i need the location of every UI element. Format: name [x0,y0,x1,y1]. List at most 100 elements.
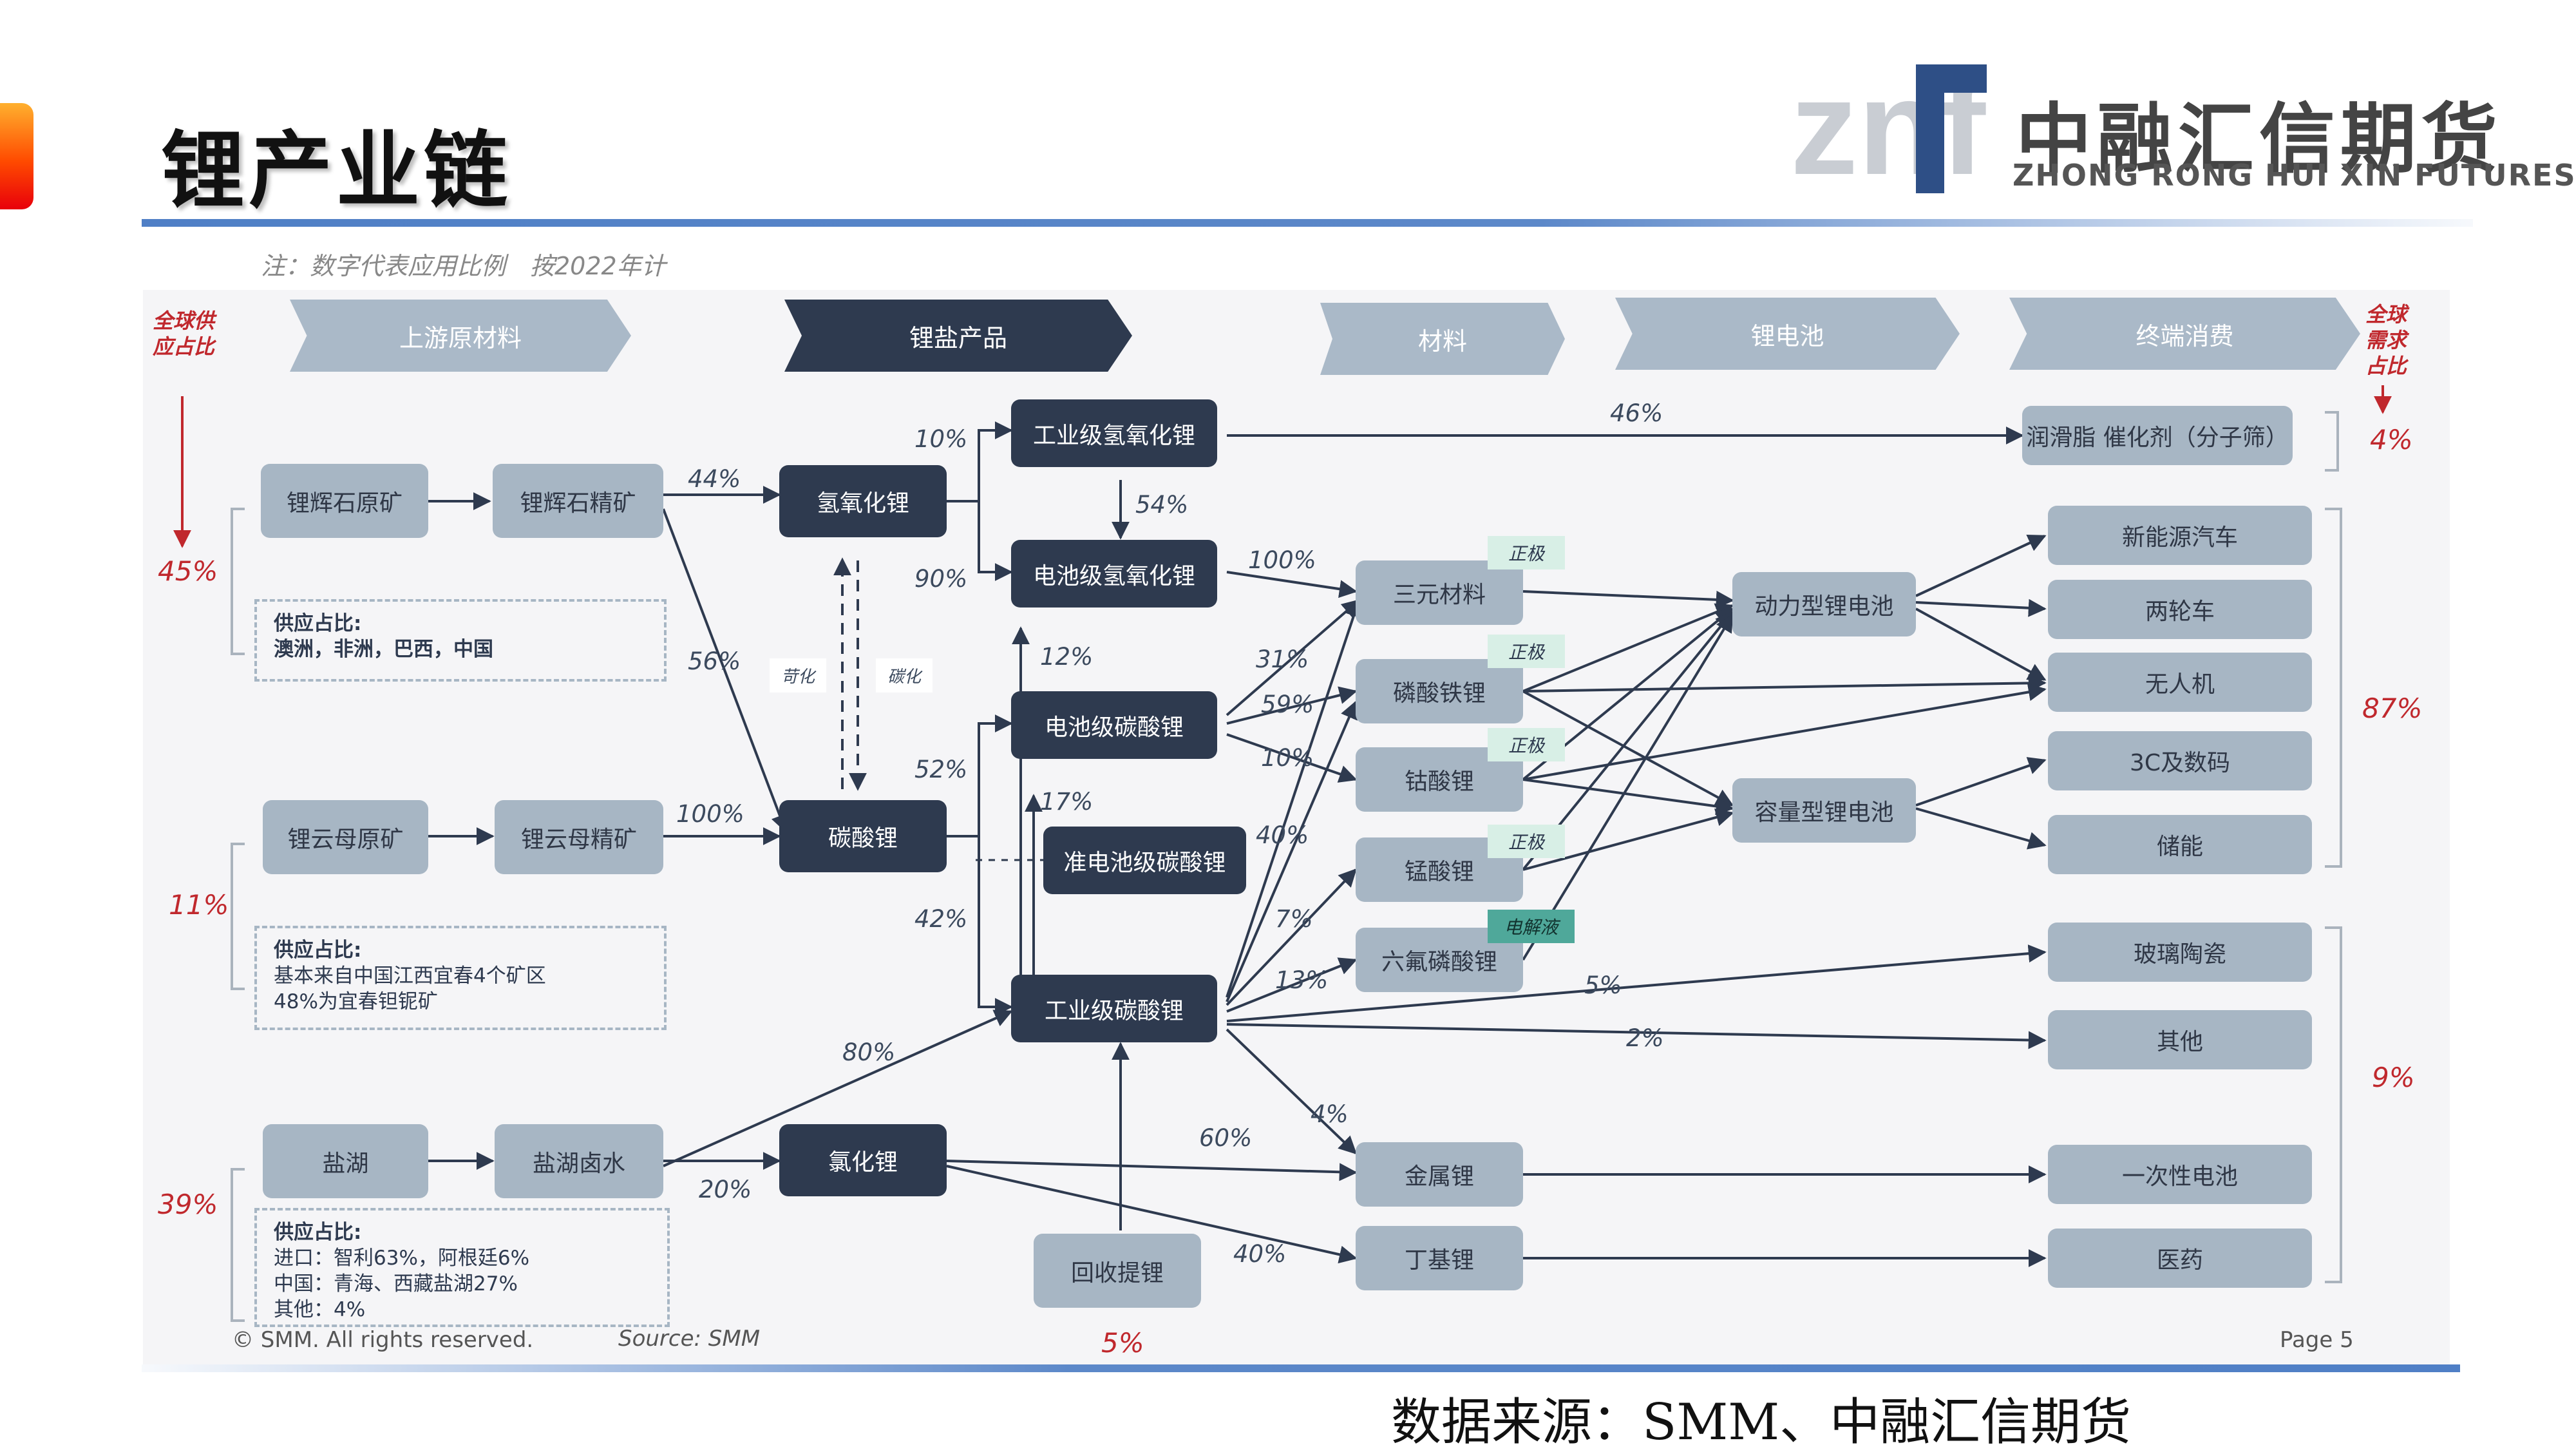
logo-icon: znf [1790,52,1987,200]
pct-industrial-to-lipf6: 7% [1275,905,1313,933]
conversion-arrows [833,557,867,791]
node-medicine: 医药 [2048,1229,2312,1288]
supply-note-line: 澳洲，非洲，巴西，中国 [274,638,493,661]
pct-conc-to-lioh: 44% [688,465,741,493]
node-battery-lithium-hydroxide: 电池级氢氧化锂 [1011,540,1217,607]
pct-conc-to-li2co3: 56% [688,647,741,675]
node-industrial-lithium-carbonate: 工业级碳酸锂 [1011,975,1217,1042]
supply-note-salt-lake: 供应占比: 进口：智利63%，阿根廷6% 中国：青海、西藏盐湖27% 其他：4% [254,1208,670,1327]
pct-battery-to-lfp: 59% [1261,691,1314,718]
stage-lithium-salts: 锂盐产品 [784,300,1132,372]
demand-share-grease: 4% [2370,424,2413,455]
supply-note-title: 供应占比: [274,939,362,962]
pct-industrial-to-lmo: 40% [1256,821,1309,849]
brackets [231,411,2342,1322]
pct-battery-lioh-to-ncm: 100% [1248,546,1316,574]
tag-cathode: 正极 [1488,728,1565,761]
stage-materials: 材料 [1320,303,1565,375]
pct-licl-to-butyllithium: 40% [1233,1240,1287,1268]
tag-cathode: 正极 [1488,536,1565,569]
supply-share-salt-lake: 39% [158,1189,218,1220]
pct-industrial-lioh-to-grease: 46% [1610,399,1663,427]
node-quasi-battery-lithium-carbonate: 准电池级碳酸锂 [1043,827,1246,894]
pct-battery-to-ncm: 31% [1256,646,1309,673]
node-salt-lake: 盐湖 [263,1124,428,1198]
node-battery-lithium-carbonate: 电池级碳酸锂 [1011,691,1217,759]
tag-carbonize: 碳化 [876,658,933,693]
node-grease-catalyst: 润滑脂 催化剂（分子筛） [2022,406,2293,465]
left-accent-bar [0,103,33,209]
node-two-wheeler: 两轮车 [2048,580,2312,639]
logo-brand: 中融汇信期货 [2016,95,2503,184]
supply-share-recycling: 5% [1101,1327,1144,1359]
node-3c-digital: 3C及数码 [2048,731,2312,790]
node-drone: 无人机 [2048,653,2312,712]
node-other: 其他 [2048,1010,2312,1069]
node-lepidolite-concentrate: 锂云母精矿 [495,800,663,874]
node-lithium-hydroxide: 氢氧化锂 [779,465,947,537]
demand-share-other-apps: 9% [2372,1062,2415,1093]
page-title: 锂产业链 [161,122,512,220]
tag-cathode: 正极 [1488,825,1565,858]
node-capacity-battery: 容量型锂电池 [1732,778,1916,843]
supply-note-line: 其他：4% [274,1298,366,1321]
pct-licl-to-li-metal: 60% [1199,1124,1253,1152]
supply-share-lepidolite: 11% [169,889,229,921]
node-glass-ceramics: 玻璃陶瓷 [2048,923,2312,982]
node-industrial-lithium-hydroxide: 工业级氢氧化锂 [1011,399,1217,467]
node-ncm: 三元材料 [1356,560,1523,625]
supply-note-spodumene: 供应占比: 澳洲，非洲，巴西，中国 [254,599,667,682]
supply-share-spodumene: 45% [158,555,218,587]
demand-share-battery-apps: 87% [2362,693,2423,724]
node-primary-battery: 一次性电池 [2048,1145,2312,1204]
pct-industrial-to-battery-lioh: 54% [1135,491,1189,519]
slide-note: 注：数字代表应用比例 按2022年计 [261,252,666,280]
stage-batteries: 锂电池 [1615,298,1960,370]
global-demand-share-label: 全球需求占比 [2365,302,2407,378]
node-power-battery: 动力型锂电池 [1732,572,1916,636]
pct-industrial-to-battery-li2co3: 12% [1040,643,1094,671]
global-supply-share-label: 全球供应占比 [152,309,214,359]
node-nev: 新能源汽车 [2048,506,2312,565]
pct-lepidolite-to-li2co3: 100% [676,800,744,828]
node-lfp: 磷酸铁锂 [1356,659,1523,723]
supply-note-line: 中国：青海、西藏盐湖27% [274,1272,518,1296]
slide-page-number: Page 5 [2280,1327,2354,1353]
flow-arrows [428,421,2047,1267]
pct-industrial-to-quasi: 17% [1040,788,1094,816]
footer-divider [142,1364,2460,1372]
slide-copyright: © SMM. All rights reserved. [232,1327,534,1353]
pct-brine-to-licl: 20% [699,1176,752,1203]
supply-note-title: 供应占比: [274,612,362,635]
pct-industrial-to-glass: 5% [1584,971,1622,999]
node-brine: 盐湖卤水 [495,1124,663,1198]
pct-brine-to-industrial: 80% [842,1038,896,1066]
supply-note-line: 基本来自中国江西宜春4个矿区 [274,964,546,988]
stage-end-use: 终端消费 [2009,298,2360,370]
pct-lioh-to-industrial: 10% [914,425,968,453]
tag-electrolyte: 电解液 [1488,910,1575,943]
pct-li2co3-to-battery: 52% [914,756,968,783]
pct-industrial-to-other: 2% [1626,1024,1664,1052]
supply-note-line: 进口：智利63%，阿根廷6% [274,1247,530,1270]
node-energy-storage: 储能 [2048,815,2312,874]
node-lithium-metal: 金属锂 [1356,1142,1523,1207]
node-lepidolite-ore: 锂云母原矿 [263,800,428,874]
header-divider [142,219,2473,227]
supply-note-line: 48%为宜春钽铌矿 [274,990,438,1013]
supply-note-title: 供应占比: [274,1221,362,1244]
pct-lioh-to-battery: 90% [914,565,968,593]
tag-causticize: 苛化 [770,658,827,693]
data-source-line: 数据来源：SMM、中融汇信期货 [1391,1393,2132,1451]
node-recycling: 回收提锂 [1034,1234,1201,1308]
node-butyllithium: 丁基锂 [1356,1226,1523,1290]
slide-source: Source: SMM [618,1326,761,1352]
pct-battery-to-lco: 10% [1261,744,1314,772]
pct-industrial-to-li-metal: 4% [1311,1100,1349,1128]
node-spodumene-ore: 锂辉石原矿 [261,464,428,538]
node-lithium-carbonate: 碳酸锂 [779,800,947,872]
node-lithium-chloride: 氯化锂 [779,1124,947,1196]
tag-cathode: 正极 [1488,635,1565,668]
supply-note-lepidolite: 供应占比: 基本来自中国江西宜春4个矿区 48%为宜春钽铌矿 [254,926,667,1030]
